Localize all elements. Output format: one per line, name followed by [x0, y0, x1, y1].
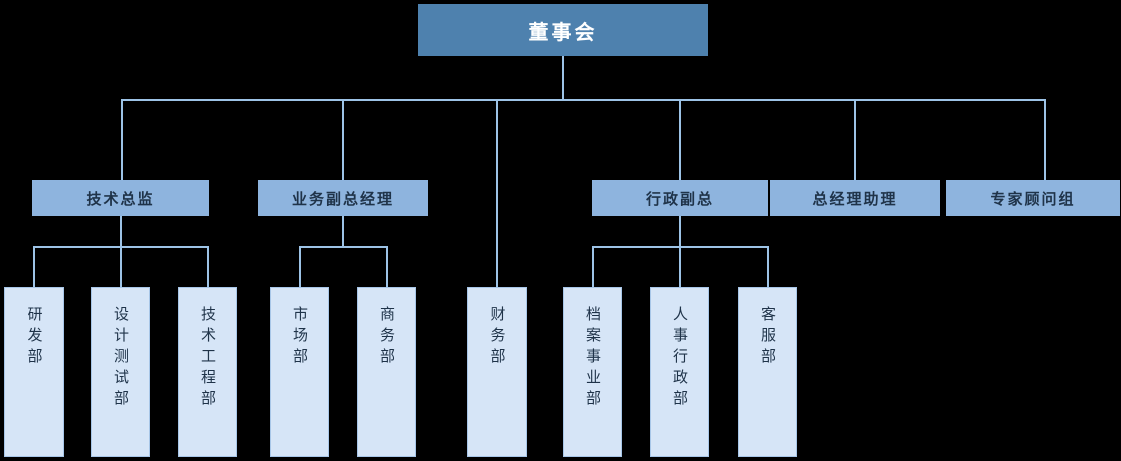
node-commerce-dept[interactable]: 商务部 [357, 287, 416, 457]
connector-drop-design-test-dept [120, 246, 122, 287]
connector-drop-admin-vp [679, 99, 681, 180]
connector-drop-service-dept [767, 246, 769, 287]
connector-drop-tech-eng-dept [207, 246, 209, 287]
node-label: 研发部 [25, 306, 43, 369]
node-market-dept[interactable]: 市场部 [270, 287, 329, 457]
node-tech-eng-dept[interactable]: 技术工程部 [178, 287, 237, 457]
node-service-dept[interactable]: 客服部 [738, 287, 797, 457]
connector-drop-expert-group [1044, 99, 1046, 180]
node-tech-director[interactable]: 技术总监 [32, 180, 209, 216]
node-gm-assistant[interactable]: 总经理助理 [770, 180, 940, 216]
connector-drop-gm-assistant [854, 99, 856, 180]
connector-drop-market-dept [299, 246, 301, 287]
node-label: 设计测试部 [112, 306, 129, 411]
node-expert-group[interactable]: 专家顾问组 [946, 180, 1120, 216]
connector-drop-hr-admin-dept [679, 246, 681, 287]
connector-drop-archive-dept [592, 246, 594, 287]
connector-stem-admin-vp [679, 216, 681, 247]
connector-root-stem [562, 56, 564, 100]
node-design-test-dept[interactable]: 设计测试部 [91, 287, 150, 457]
node-rd-dept[interactable]: 研发部 [4, 287, 64, 457]
node-label: 财务部 [488, 306, 506, 369]
connector-stem-tech-director [120, 216, 122, 247]
connector-drop-rd-dept [33, 246, 35, 287]
node-board-of-directors[interactable]: 董事会 [418, 4, 708, 56]
node-hr-admin-dept[interactable]: 人事行政部 [650, 287, 709, 457]
node-label: 行政副总 [645, 190, 714, 208]
node-label: 业务副总经理 [291, 190, 394, 208]
connector-bus-business-vp [299, 246, 388, 248]
node-label: 商务部 [378, 306, 395, 369]
connector-drop-finance-dept [496, 99, 498, 287]
node-label: 技术总监 [86, 190, 155, 208]
node-label: 客服部 [759, 306, 776, 369]
node-admin-vp[interactable]: 行政副总 [592, 180, 768, 216]
node-label: 总经理助理 [812, 190, 898, 208]
node-business-vp[interactable]: 业务副总经理 [258, 180, 428, 216]
connector-drop-tech-director [121, 99, 123, 180]
connector-stem-business-vp [342, 216, 344, 247]
node-label: 人事行政部 [671, 306, 688, 411]
node-label: 市场部 [291, 306, 308, 369]
connector-drop-business-vp [342, 99, 344, 180]
node-label: 专家顾问组 [990, 190, 1076, 208]
connector-main-bus [121, 99, 1045, 101]
node-label: 技术工程部 [199, 306, 216, 411]
node-label: 档案事业部 [584, 306, 601, 411]
node-archive-dept[interactable]: 档案事业部 [563, 287, 622, 457]
node-finance-dept[interactable]: 财务部 [467, 287, 527, 457]
connector-drop-commerce-dept [386, 246, 388, 287]
node-label: 董事会 [528, 21, 598, 44]
